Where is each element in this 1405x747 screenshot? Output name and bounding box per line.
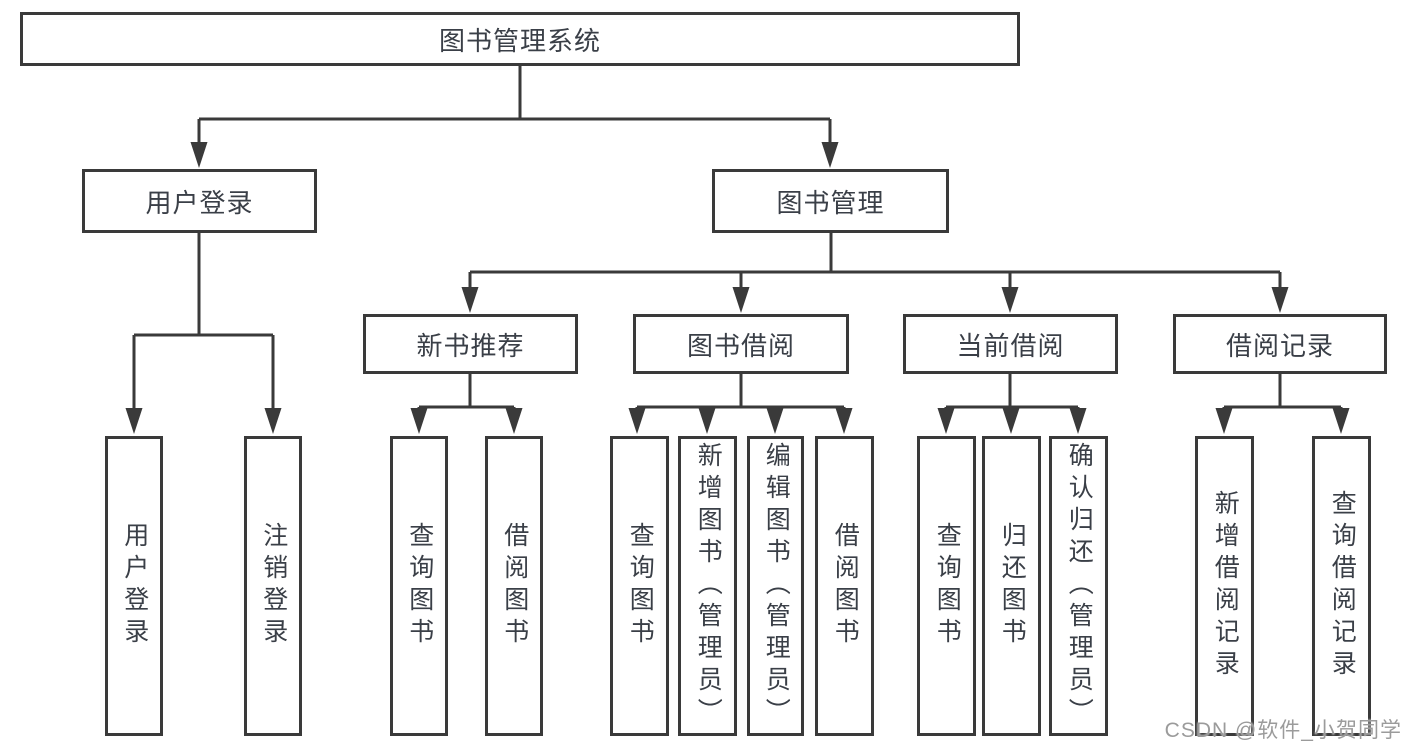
arrowhead (937, 408, 955, 434)
connector-borrowing-records-to-leaves (1215, 374, 1350, 434)
leaf-user-login: 用户登录 (105, 436, 163, 736)
arrowhead (628, 408, 646, 434)
connector-line (635, 374, 846, 414)
node-book-management: 图书管理 (712, 169, 949, 233)
arrowhead (1332, 408, 1350, 434)
leaf-current-return-books: 归还图书 (982, 436, 1041, 736)
arrowhead (1271, 287, 1289, 313)
node-user-login: 用户登录 (82, 169, 317, 233)
arrowhead (1001, 287, 1019, 313)
connector-current-borrowing-to-leaves (937, 374, 1087, 434)
connector-root-to-level2 (190, 66, 839, 168)
node-label: 图书管理 (776, 187, 885, 218)
arrowhead (835, 408, 853, 434)
leaf-borrowing-edit-books-admin: 编辑图书（管理员） (747, 436, 804, 736)
node-label: 图书借阅 (686, 330, 795, 361)
connector-book-management-to-level3 (461, 233, 1289, 313)
connector-line (132, 233, 275, 414)
node-new-book-recommendation: 新书推荐 (363, 314, 578, 374)
csdn-watermark: CSDN @软件_小贺同学 (1164, 719, 1402, 742)
node-label: 新增借阅记录 (1211, 490, 1240, 682)
node-label: 确认归还（管理员） (1065, 442, 1094, 730)
arrowhead (190, 142, 208, 168)
arrowhead (461, 287, 479, 313)
connector-user-login-to-leaves (125, 233, 282, 434)
arrowhead (1002, 408, 1020, 434)
leaf-current-query-books: 查询图书 (917, 436, 976, 736)
node-label: 注销登录 (259, 522, 288, 650)
node-current-borrowing: 当前借阅 (903, 314, 1118, 374)
arrowhead (698, 408, 716, 434)
node-label: 查询借阅记录 (1328, 490, 1357, 682)
arrowhead (410, 408, 428, 434)
leaf-recommend-query-books: 查询图书 (390, 436, 448, 736)
leaf-logout: 注销登录 (244, 436, 302, 736)
node-label: 用户登录 (120, 522, 149, 650)
node-label: 编辑图书（管理员） (762, 442, 791, 730)
connector-line (1222, 374, 1343, 414)
arrowhead (1215, 408, 1233, 434)
node-label: 新书推荐 (416, 330, 525, 361)
leaf-records-query-record: 查询借阅记录 (1312, 436, 1371, 736)
node-borrowing-records: 借阅记录 (1173, 314, 1387, 374)
node-root: 图书管理系统 (20, 12, 1020, 66)
connector-line (197, 66, 832, 148)
arrowhead (732, 287, 750, 313)
node-book-borrowing: 图书借阅 (633, 314, 849, 374)
arrowhead (821, 142, 839, 168)
connector-line (417, 374, 516, 414)
node-label: 用户登录 (145, 187, 254, 218)
node-label: 新增图书（管理员） (694, 442, 723, 730)
leaf-borrowing-query-books: 查询图书 (610, 436, 669, 736)
node-label: 图书管理系统 (438, 25, 601, 56)
connector-line (468, 233, 1282, 293)
node-label: 借阅图书 (831, 522, 860, 650)
connector-new-book-recommendation-to-leaves (410, 374, 523, 434)
node-label: 查询图书 (405, 522, 434, 650)
leaf-recommend-borrow-books: 借阅图书 (485, 436, 543, 736)
leaf-records-add-record: 新增借阅记录 (1195, 436, 1254, 736)
arrowhead (264, 408, 282, 434)
arrowhead (1069, 408, 1087, 434)
node-label: 借阅记录 (1225, 330, 1334, 361)
node-label: 归还图书 (998, 522, 1027, 650)
leaf-borrowing-add-books-admin: 新增图书（管理员） (678, 436, 737, 736)
node-label: 查询图书 (626, 522, 655, 650)
node-label: 借阅图书 (500, 522, 529, 650)
node-label: 查询图书 (933, 522, 962, 650)
leaf-borrowing-borrow-books: 借阅图书 (815, 436, 874, 736)
arrowhead (125, 408, 143, 434)
leaf-current-confirm-return-admin: 确认归还（管理员） (1049, 436, 1108, 736)
arrowhead (766, 408, 784, 434)
arrowhead (505, 408, 523, 434)
connector-book-borrowing-to-leaves (628, 374, 853, 434)
node-label: 当前借阅 (956, 330, 1065, 361)
